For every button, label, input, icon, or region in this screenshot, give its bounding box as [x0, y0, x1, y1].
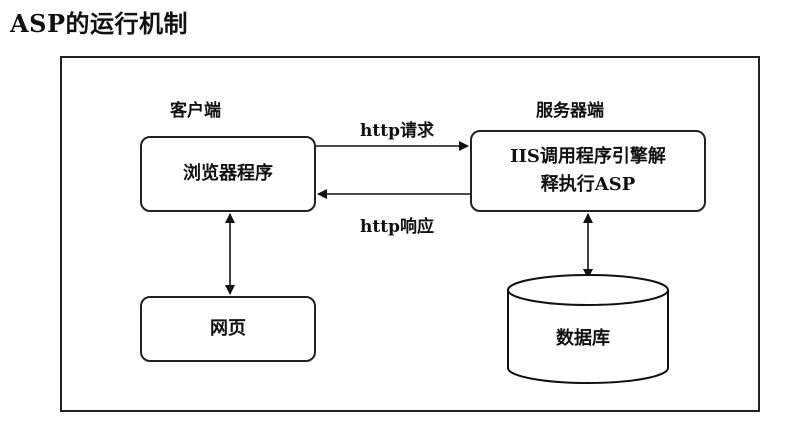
webpage-box: 网页 — [140, 296, 316, 362]
browser-program-label: 浏览器程序 — [183, 163, 273, 185]
iis-engine-label-line1: IIS调用程序引擎解 — [510, 146, 666, 168]
webpage-label: 网页 — [210, 318, 246, 340]
iis-engine-label-line2: 释执行ASP — [540, 174, 636, 195]
database-cylinder — [507, 274, 669, 384]
page-title: ASP的运行机制 — [10, 9, 188, 38]
iis-engine-box: IIS调用程序引擎解 释执行ASP — [470, 130, 706, 212]
server-heading: 服务器端 — [536, 101, 604, 121]
diagram-frame — [60, 56, 760, 412]
browser-program-box: 浏览器程序 — [140, 136, 316, 212]
http-request-label: http请求 — [360, 121, 434, 141]
database-label: 数据库 — [556, 328, 610, 349]
client-heading: 客户端 — [170, 101, 221, 121]
http-response-label: http响应 — [360, 217, 434, 237]
